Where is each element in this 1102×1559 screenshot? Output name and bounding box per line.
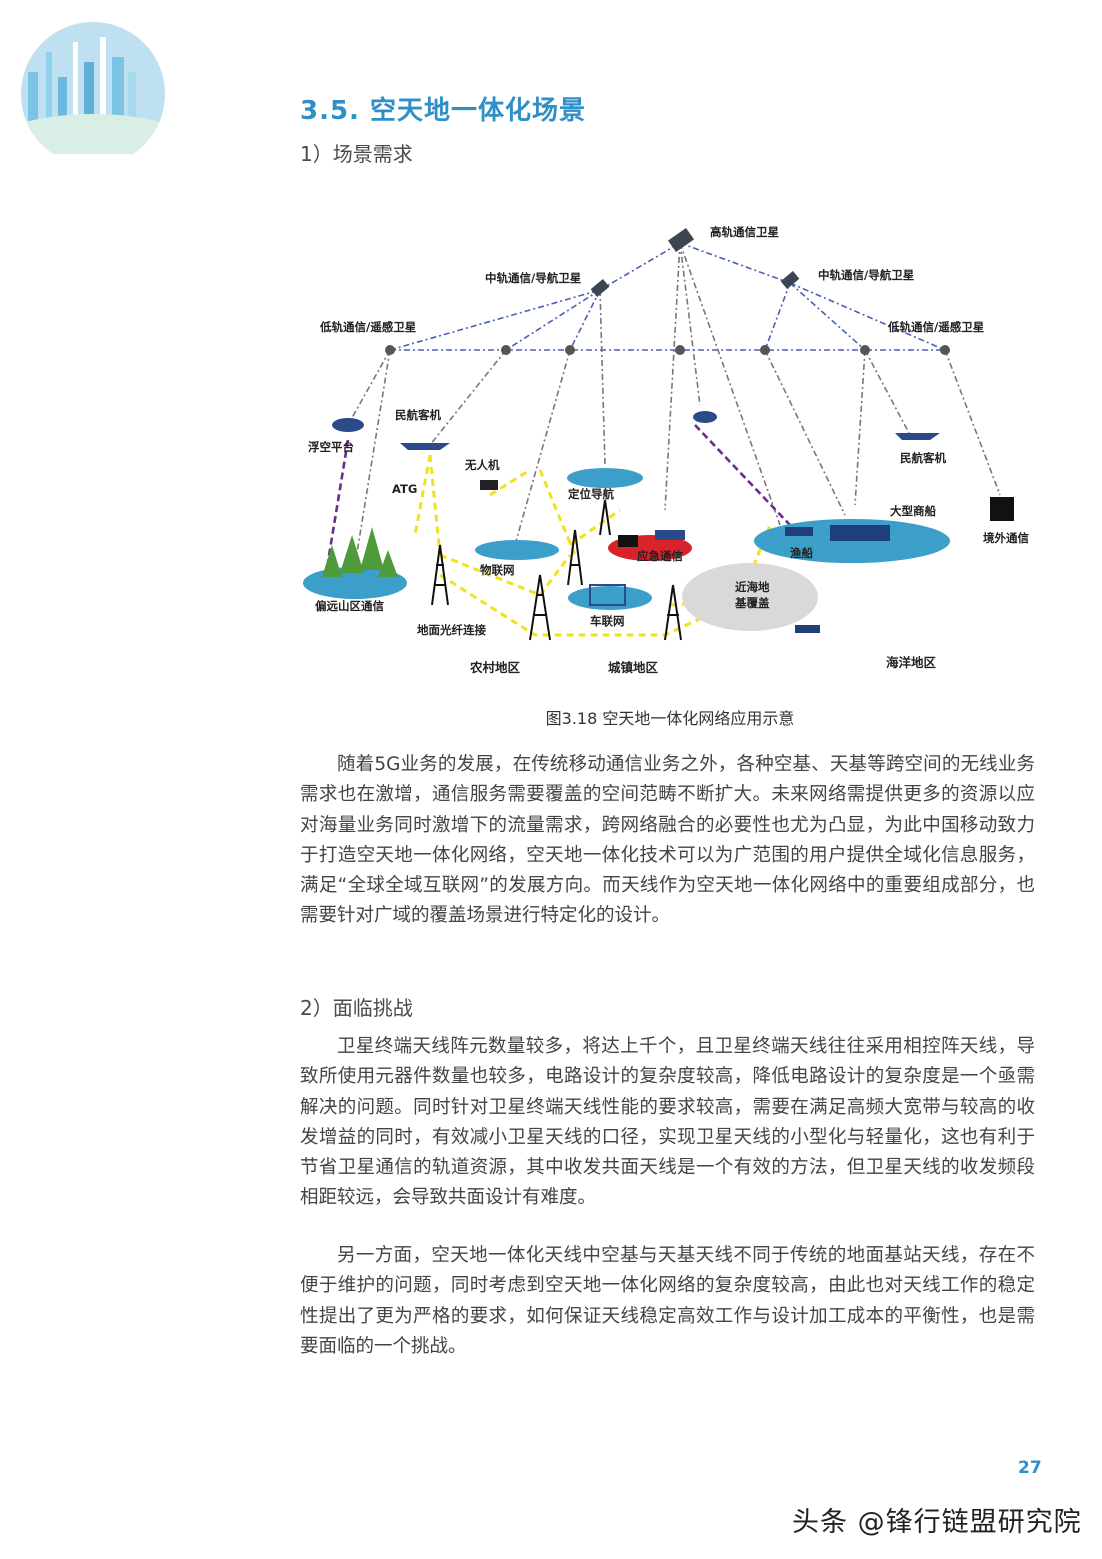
label-airliner-right: 民航客机 xyxy=(900,451,946,465)
label-ocean: 海洋地区 xyxy=(886,655,937,670)
label-positioning: 定位导航 xyxy=(568,487,614,501)
label-meo-left: 中轨通信/导航卫星 xyxy=(485,271,581,285)
label-emergency: 应急通信 xyxy=(637,549,683,563)
paragraph-challenges-1: 卫星终端天线阵元数量较多，将达上千个，且卫星终端天线往往采用相控阵天线，导致所使… xyxy=(300,1036,1035,1209)
label-coastal-2: 基覆盖 xyxy=(734,596,770,610)
label-atg: ATG xyxy=(392,482,417,496)
label-fishing-boat: 渔船 xyxy=(790,546,813,560)
section-title: 3.5. 空天地一体化场景 xyxy=(300,96,586,126)
label-cargo-ship: 大型商船 xyxy=(890,504,936,518)
label-coastal: 近海地 xyxy=(735,580,770,594)
label-airship: 浮空平台 xyxy=(308,440,354,454)
subsection-title-challenges: 2）面临挑战 xyxy=(300,996,413,1020)
report-logo xyxy=(18,22,168,166)
label-leo-right: 低轨通信/遥感卫星 xyxy=(887,320,984,334)
label-airliner-left: 民航客机 xyxy=(395,408,441,422)
label-geo-sat: 高轨通信卫星 xyxy=(710,225,779,239)
label-overseas: 境外通信 xyxy=(983,531,1029,545)
label-iot: 物联网 xyxy=(480,563,515,577)
source-watermark: 头条 @锋行链盟研究院 xyxy=(792,1507,1082,1538)
label-leo-left: 低轨通信/遥感卫星 xyxy=(319,320,416,334)
label-remote-area: 偏远山区通信 xyxy=(315,599,384,613)
label-fiber: 地面光纤连接 xyxy=(417,623,486,637)
subsection-title-requirements: 1）场景需求 xyxy=(300,142,413,166)
label-drone: 无人机 xyxy=(464,458,500,472)
page-number: 27 xyxy=(1018,1458,1042,1478)
paragraph-challenges-2: 另一方面，空天地一体化天线中空基与天基天线不同于传统的地面基站天线，存在不便于维… xyxy=(300,1245,1035,1357)
paragraph-requirements: 随着5G业务的发展，在传统移动通信业务之外，各种空基、天基等跨空间的无线业务需求… xyxy=(300,754,1035,927)
label-rural: 农村地区 xyxy=(469,660,521,675)
label-urban: 城镇地区 xyxy=(608,660,659,675)
label-meo-right: 中轨通信/导航卫星 xyxy=(818,268,914,282)
label-vehicle-net: 车联网 xyxy=(590,614,625,628)
network-diagram: 高轨通信卫星 中轨通信/导航卫星 中轨通信/导航卫星 低轨通信/遥感卫星 低轨通… xyxy=(300,205,1040,685)
figure-caption: 图3.18 空天地一体化网络应用示意 xyxy=(545,709,795,728)
